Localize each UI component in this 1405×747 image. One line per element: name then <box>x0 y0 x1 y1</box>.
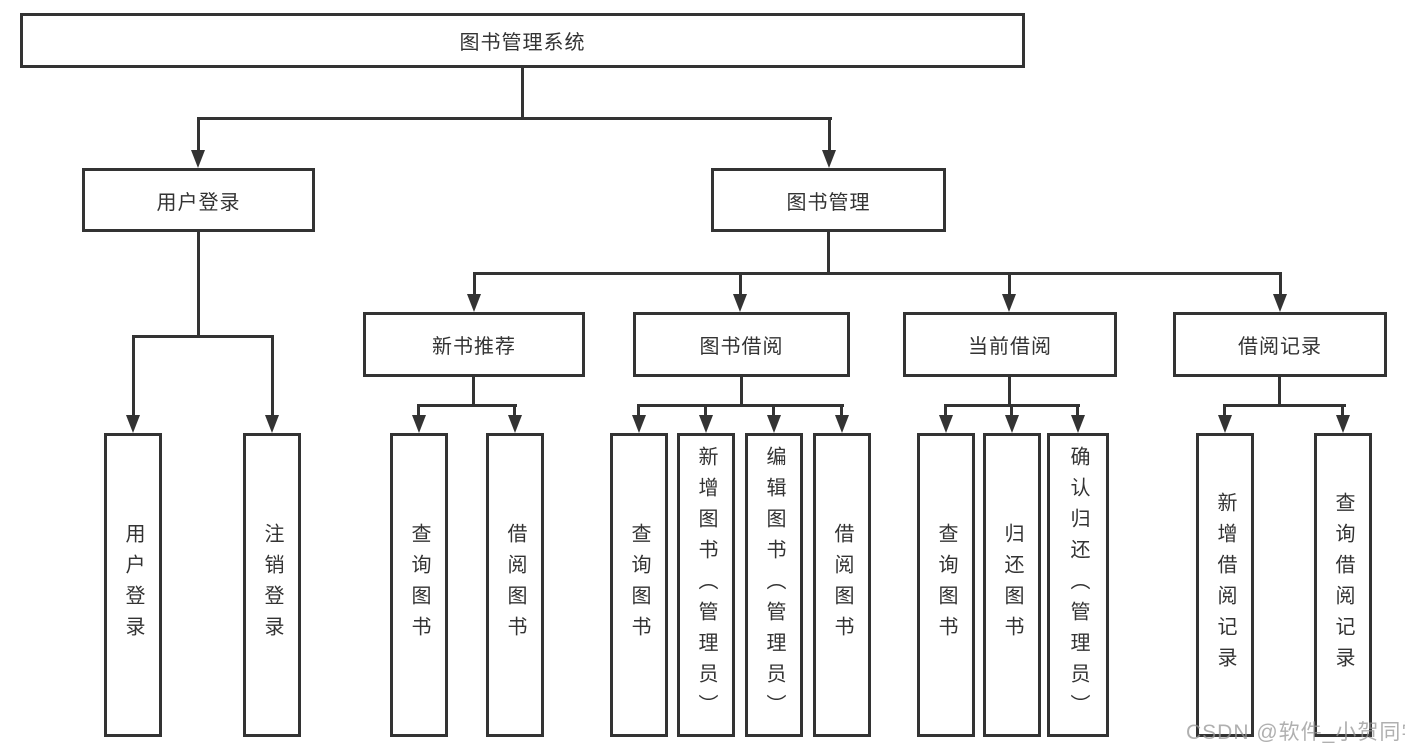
leaf-query-books-current: 查询图书 <box>917 433 975 737</box>
node-label: 当前借阅 <box>968 336 1052 358</box>
leaf-label: 借阅图书 <box>831 523 853 647</box>
connector-line <box>197 230 200 338</box>
leaf-label: 查询图书 <box>628 523 650 647</box>
connector-line <box>1341 404 1344 417</box>
connector-line <box>827 230 830 275</box>
connector-line <box>513 404 516 417</box>
arrow-down-icon <box>1002 294 1016 312</box>
leaf-borrow-books-borrowing: 借阅图书 <box>813 433 871 737</box>
leaf-label: 查询借阅记录 <box>1332 492 1354 678</box>
arrow-down-icon <box>939 415 953 433</box>
node-current-borrowing: 当前借阅 <box>903 312 1117 377</box>
leaf-label: 新增图书（管理员） <box>695 445 717 725</box>
leaf-borrow-books-recommend: 借阅图书 <box>486 433 544 737</box>
connector-line <box>417 404 517 407</box>
node-label: 用户登录 <box>156 191 241 214</box>
node-user-login: 用户登录 <box>82 168 315 232</box>
node-book-borrowing: 图书借阅 <box>633 312 850 377</box>
leaf-label: 注销登录 <box>261 523 283 647</box>
leaf-label: 确认归还（管理员） <box>1067 445 1089 725</box>
arrow-down-icon <box>508 415 522 433</box>
node-label: 图书借阅 <box>699 336 784 358</box>
connector-line <box>132 335 274 338</box>
connector-line <box>271 335 274 417</box>
node-label: 图书管理系统 <box>459 32 586 54</box>
node-new-book-recommendation: 新书推荐 <box>363 312 585 377</box>
node-borrowing-records: 借阅记录 <box>1173 312 1387 377</box>
arrow-down-icon <box>191 150 205 168</box>
connector-line <box>472 375 475 407</box>
connector-line <box>840 404 843 417</box>
connector-line <box>739 272 742 297</box>
leaf-user-login: 用户登录 <box>104 433 162 737</box>
arrow-down-icon <box>1218 415 1232 433</box>
leaf-label: 新增借阅记录 <box>1214 492 1236 678</box>
arrow-down-icon <box>835 415 849 433</box>
arrow-down-icon <box>126 415 140 433</box>
csdn-watermark: CSDN @软件_小贺同学 <box>1186 721 1405 744</box>
leaf-label: 用户登录 <box>122 523 144 647</box>
connector-line <box>704 404 707 417</box>
leaf-label: 查询图书 <box>408 523 430 647</box>
arrow-down-icon <box>1005 415 1019 433</box>
leaf-query-books-borrowing: 查询图书 <box>610 433 668 737</box>
connector-line <box>1279 272 1282 297</box>
connector-line <box>197 117 200 153</box>
arrow-down-icon <box>412 415 426 433</box>
connector-line <box>1223 404 1346 407</box>
arrow-down-icon <box>822 150 836 168</box>
leaf-confirm-return-admin: 确认归还（管理员） <box>1047 433 1109 737</box>
arrow-down-icon <box>767 415 781 433</box>
leaf-label: 借阅图书 <box>504 523 526 647</box>
arrow-down-icon <box>632 415 646 433</box>
node-book-management: 图书管理 <box>711 168 946 232</box>
connector-line <box>132 335 135 417</box>
connector-line <box>772 404 775 417</box>
connector-line <box>417 404 420 417</box>
connector-line <box>521 68 524 120</box>
node-label: 借阅记录 <box>1238 336 1322 358</box>
arrow-down-icon <box>467 294 481 312</box>
connector-line <box>828 117 831 153</box>
connector-line <box>944 404 947 417</box>
arrow-down-icon <box>265 415 279 433</box>
arrow-down-icon <box>1071 415 1085 433</box>
arrow-down-icon <box>1336 415 1350 433</box>
arrow-down-icon <box>1273 294 1287 312</box>
connector-line <box>1008 272 1011 297</box>
arrow-down-icon <box>699 415 713 433</box>
connector-line <box>1010 404 1013 417</box>
leaf-query-borrow-record: 查询借阅记录 <box>1314 433 1372 737</box>
leaf-return-books: 归还图书 <box>983 433 1041 737</box>
connector-line <box>1076 404 1079 417</box>
connector-line <box>1278 375 1281 407</box>
node-library-management-system: 图书管理系统 <box>20 13 1025 68</box>
leaf-logout: 注销登录 <box>243 433 301 737</box>
node-label: 图书管理 <box>786 191 871 214</box>
leaf-edit-books-admin: 编辑图书（管理员） <box>745 433 803 737</box>
connector-line <box>197 117 832 120</box>
leaf-label: 编辑图书（管理员） <box>763 445 785 725</box>
leaf-label: 归还图书 <box>1001 523 1023 647</box>
connector-line <box>637 404 640 417</box>
leaf-add-books-admin: 新增图书（管理员） <box>677 433 735 737</box>
connector-line <box>473 272 476 297</box>
node-label: 新书推荐 <box>432 336 516 358</box>
connector-line <box>740 375 743 407</box>
connector-line <box>637 404 844 407</box>
connector-line <box>473 272 1282 275</box>
leaf-label: 查询图书 <box>935 523 957 647</box>
leaf-query-books-recommend: 查询图书 <box>390 433 448 737</box>
leaf-add-borrow-record: 新增借阅记录 <box>1196 433 1254 737</box>
connector-line <box>1223 404 1226 417</box>
arrow-down-icon <box>733 294 747 312</box>
connector-line <box>1008 375 1011 407</box>
